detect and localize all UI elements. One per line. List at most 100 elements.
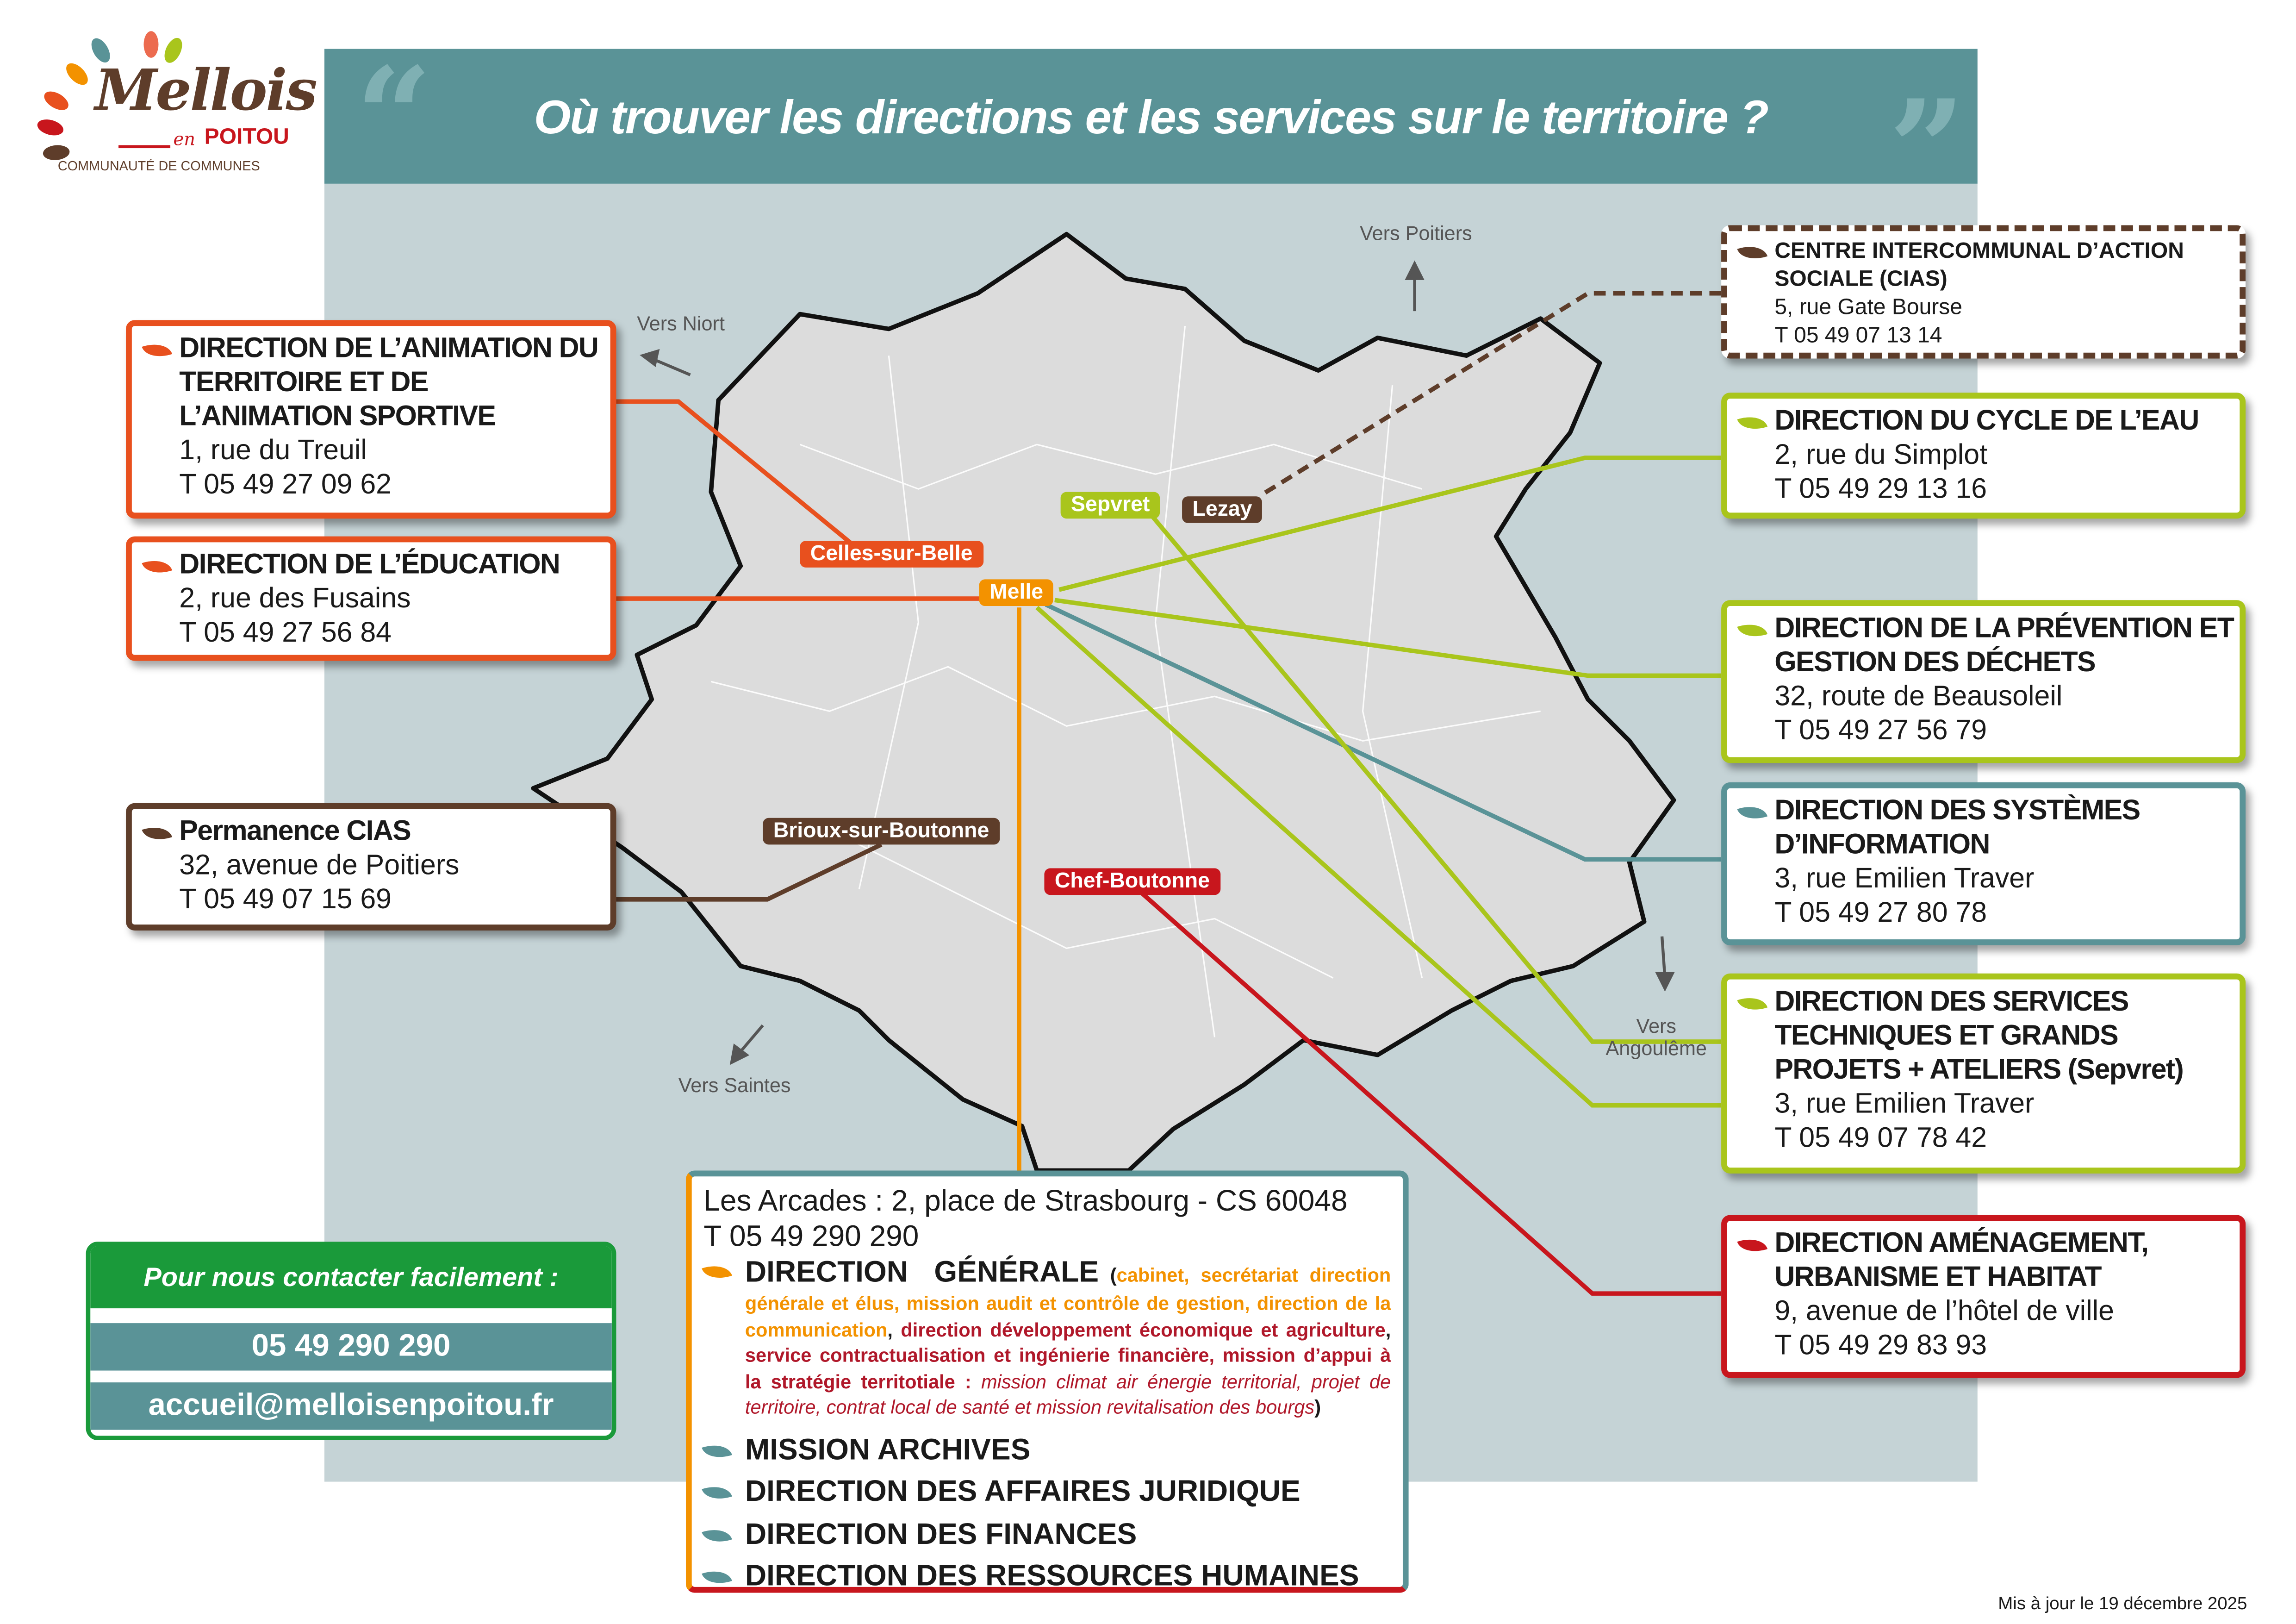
vers-word: Vers xyxy=(1636,1015,1676,1037)
leaf-icon xyxy=(142,555,173,579)
box-address: 9, avenue de l’hôtel de ville xyxy=(1774,1296,2114,1328)
town-chef-boutonne: Chef-Boutonne xyxy=(1044,868,1220,895)
box-eau: DIRECTION DU CYCLE DE L’EAU 2, rue du Si… xyxy=(1721,393,2246,519)
dg-red-text: direction développement économique et ag… xyxy=(901,1318,1386,1340)
box-dechets: DIRECTION DE LA PRÉVENTION ET GESTION DE… xyxy=(1721,600,2246,763)
box-phone: T 05 49 27 56 84 xyxy=(179,618,392,649)
box-phone: T 05 49 27 56 79 xyxy=(1774,715,1987,747)
logo-poitou: POITOU xyxy=(204,124,289,150)
box-amenagement: DIRECTION AMÉNAGEMENT, URBANISME ET HABI… xyxy=(1721,1215,2246,1378)
box-title: DIRECTION DE L’ÉDUCATION xyxy=(179,550,560,581)
contact-heading: Pour nous contacter facilement : xyxy=(90,1246,612,1309)
box-title: DIRECTION DE LA PRÉVENTION ET GESTION DE… xyxy=(1774,613,2234,679)
box-animation: DIRECTION DE L’ANIMATION DU TERRITOIRE E… xyxy=(126,320,616,519)
leaf-icon xyxy=(142,821,173,845)
label-vers-niort: Vers Niort xyxy=(637,312,725,335)
box-cias: CENTRE INTERCOMMUNAL D’ACTION SOCIALE (C… xyxy=(1721,225,2246,359)
box-address: 3, rue Emilien Traver xyxy=(1774,863,2035,895)
header-band xyxy=(324,49,1978,184)
line-amenagement xyxy=(1139,890,1722,1296)
leaf-icon xyxy=(1737,411,1768,435)
town-lezay: Lezay xyxy=(1182,496,1263,523)
box-phone: T 05 49 07 13 14 xyxy=(1774,323,1942,349)
box-title: DIRECTION AMÉNAGEMENT, URBANISME ET HABI… xyxy=(1774,1228,2149,1294)
box-address: 32, avenue de Poitiers xyxy=(179,850,460,882)
box-phone: T 05 49 27 09 62 xyxy=(179,469,392,501)
town-celles-sur-belle: Celles-sur-Belle xyxy=(800,541,983,568)
territory-shape xyxy=(531,231,1676,1173)
logo-en: en xyxy=(173,129,195,150)
box-phone: T 05 49 29 83 93 xyxy=(1774,1330,1987,1362)
service-ressources-humaines: DIRECTION DES RESSOURCES HUMAINES xyxy=(702,1556,1391,1598)
box-title: DIRECTION DES SYSTÈMES D’INFORMATION xyxy=(1774,795,2140,861)
leaf-icon xyxy=(702,1523,732,1547)
line-techniques-sepvret xyxy=(1146,510,1722,1044)
line-dechets xyxy=(1054,598,1722,678)
town-sepvret: Sepvret xyxy=(1060,492,1160,519)
contact-phone[interactable]: 05 49 290 290 xyxy=(90,1323,612,1371)
logo-tagline: COMMUNAUTÉ DE COMMUNES xyxy=(57,158,260,174)
logo: Mellois en POITOU COMMUNAUTÉ DE COMMUNES xyxy=(30,12,317,190)
service-finances: DIRECTION DES FINANCES xyxy=(702,1513,1391,1555)
line-cias xyxy=(1257,291,1722,499)
line-animation xyxy=(616,399,853,546)
logo-name: Mellois xyxy=(94,56,317,123)
box-permanence-cias: Permanence CIAS 32, avenue de Poitiers T… xyxy=(126,803,616,931)
box-systemes-information: DIRECTION DES SYSTÈMES D’INFORMATION 3, … xyxy=(1721,782,2246,945)
service-label: MISSION ARCHIVES xyxy=(745,1433,1031,1466)
box-les-arcades: Les Arcades : 2, place de Strasbourg - C… xyxy=(685,1170,1409,1593)
leaf-icon xyxy=(702,1480,732,1505)
dg-title: DIRECTION GÉNÉRALE xyxy=(745,1256,1099,1289)
logo-leaves-icon xyxy=(37,31,182,160)
box-phone: T 05 49 07 78 42 xyxy=(1774,1123,1987,1155)
line-si xyxy=(1045,602,1722,862)
leaf-icon xyxy=(702,1438,732,1463)
box-address: 32, route de Beausoleil xyxy=(1774,681,2063,713)
box-education: DIRECTION DE L’ÉDUCATION 2, rue des Fusa… xyxy=(126,536,616,661)
leaf-icon xyxy=(1737,1233,1768,1257)
service-affaires-juridique: DIRECTION DES AFFAIRES JURIDIQUE xyxy=(702,1471,1391,1513)
line-techniques-melle xyxy=(1035,606,1722,1108)
box-title: DIRECTION DU CYCLE DE L’EAU xyxy=(1774,406,2199,437)
contact-email-link[interactable]: accueil@melloisenpoitou.fr xyxy=(90,1382,612,1430)
service-label: DIRECTION DES AFFAIRES JURIDIQUE xyxy=(745,1475,1300,1509)
box-phone: T 05 49 07 15 69 xyxy=(179,884,392,916)
central-phone: T 05 49 290 290 xyxy=(703,1221,919,1254)
dg-orange-text: cabinet, secrétariat direction générale … xyxy=(745,1264,1391,1340)
box-address: 5, rue Gate Bourse xyxy=(1774,294,1962,320)
leaf-icon xyxy=(1737,992,1768,1016)
arrow-niort-icon xyxy=(651,357,691,376)
label-vers-poitiers: Vers Poitiers xyxy=(1360,222,1472,245)
commune-borders xyxy=(710,325,1541,1037)
box-phone: T 05 49 29 13 16 xyxy=(1774,474,1987,506)
box-services-techniques: DIRECTION DES SERVICES TECHNIQUES ET GRA… xyxy=(1721,973,2246,1174)
dg-italic-text: mission climat air énergie territorial, … xyxy=(745,1369,1391,1418)
angouleme-word: Angoulême xyxy=(1605,1037,1707,1060)
label-vers-saintes: Vers Saintes xyxy=(678,1074,791,1097)
town-brioux-sur-boutonne: Brioux-sur-Boutonne xyxy=(763,818,1000,845)
box-address: 2, rue du Simplot xyxy=(1774,440,1988,471)
town-melle: Melle xyxy=(979,579,1054,606)
box-phone: T 05 49 27 80 78 xyxy=(1774,898,1987,929)
box-title: Permanence CIAS xyxy=(179,816,411,848)
central-address: Les Arcades : 2, place de Strasbourg - C… xyxy=(703,1185,1348,1218)
leaf-icon xyxy=(702,1260,732,1284)
leaf-icon xyxy=(702,1565,732,1589)
contact-box: Pour nous contacter facilement : 05 49 2… xyxy=(86,1242,616,1440)
arrow-angouleme-icon xyxy=(1660,936,1667,978)
box-address: 2, rue des Fusains xyxy=(179,584,411,615)
box-title: DIRECTION DES SERVICES TECHNIQUES ET GRA… xyxy=(1774,987,2184,1087)
box-address: 3, rue Emilien Traver xyxy=(1774,1089,2035,1120)
service-label: DIRECTION DES FINANCES xyxy=(745,1518,1137,1551)
leaf-icon xyxy=(142,338,173,362)
page-title: Où trouver les directions et les service… xyxy=(534,90,1769,144)
direction-generale: DIRECTION GÉNÉRALE (cabinet, secrétariat… xyxy=(702,1255,1391,1420)
leaf-icon xyxy=(1737,241,1768,265)
box-title: CENTRE INTERCOMMUNAL D’ACTION SOCIALE (C… xyxy=(1774,238,2184,292)
service-label: DIRECTION DES RESSOURCES HUMAINES xyxy=(745,1560,1359,1593)
line-permanence-cias xyxy=(616,843,883,902)
box-title: DIRECTION DE L’ANIMATION DU TERRITOIRE E… xyxy=(179,333,599,433)
service-mission-archives: MISSION ARCHIVES xyxy=(702,1429,1391,1471)
dg-red-text-2: service contractualisation et ingénierie… xyxy=(745,1343,1391,1392)
